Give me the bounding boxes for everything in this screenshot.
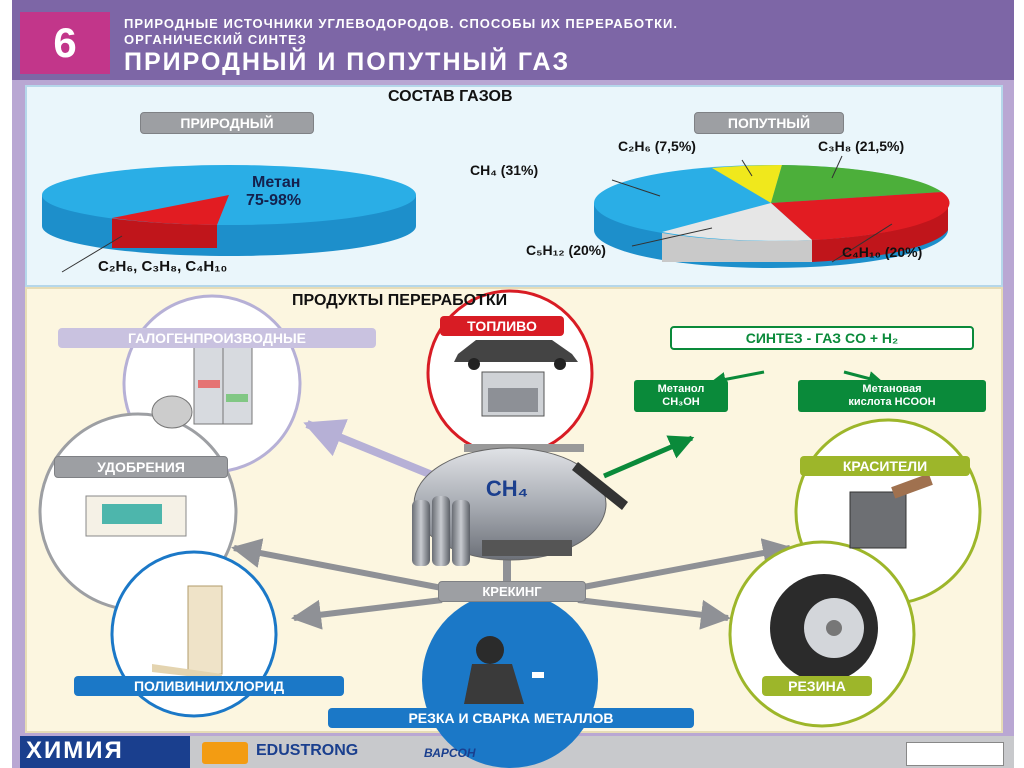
footer-subject-band xyxy=(20,736,190,768)
fertilizers-label: УДОБРЕНИЯ xyxy=(54,456,228,478)
arrow-to-syngas xyxy=(603,435,695,479)
tire-hub xyxy=(826,620,842,636)
natural-gas-pie xyxy=(42,165,416,273)
methanol-line1: Метанол xyxy=(657,383,705,395)
label-c3h8: C₃H₈ (21,5%) xyxy=(818,138,905,154)
footer-subject: ХИМИЯ xyxy=(26,737,124,764)
fridge-food-1 xyxy=(198,380,220,388)
paint-brush xyxy=(891,473,933,499)
associated-slice-c2h6 xyxy=(712,164,782,203)
center-formula: CH₄ xyxy=(485,476,529,501)
arrow-to-fertilizers xyxy=(231,538,443,591)
associated-slice-c3h8 xyxy=(771,165,942,203)
poster-graphics xyxy=(12,0,1014,768)
poster: 6 ПРИРОДНЫЕ ИСТОЧНИКИ УГЛЕВОДОРОДОВ. СПО… xyxy=(12,0,1014,768)
welder-body xyxy=(464,664,524,704)
pvc-label: ПОЛИВИНИЛХЛОРИД xyxy=(74,676,344,696)
footer-brand: EDUSTRONG xyxy=(256,742,359,759)
label-c4h10: C₄H₁₀ (20%) xyxy=(842,244,923,260)
footer-publisher: ВАРСОН xyxy=(424,746,476,760)
gas-cylinder-2 xyxy=(432,496,450,566)
edustrong-logo-icon xyxy=(202,742,248,764)
cutting-label: РЕЗКА И СВАРКА МЕТАЛЛОВ xyxy=(328,708,694,728)
leader-ch4 xyxy=(611,179,661,197)
methane-range: 75-98% xyxy=(246,192,302,209)
label-c2h6: C₂H₆ (7,5%) xyxy=(618,138,696,154)
arrow-to-halogen xyxy=(303,419,434,479)
leader-c2h6 xyxy=(741,159,753,177)
lesson-number-box xyxy=(20,12,110,74)
fertilizer-label xyxy=(102,504,162,524)
arrow-to-pvc xyxy=(291,597,443,630)
publisher-logo-icon xyxy=(906,742,1004,766)
fridge-food-2 xyxy=(226,394,248,402)
natural-gas-label: ПРИРОДНЫЙ xyxy=(140,112,314,134)
welder-illustration xyxy=(464,636,544,704)
car-wheel-rear xyxy=(554,358,566,370)
header-line2: ОРГАНИЧЕСКИЙ СИНТЕЗ xyxy=(124,32,307,47)
formic-acid-box: Метановая кислота HCOOH xyxy=(798,380,986,412)
fuel-label: ТОПЛИВО xyxy=(440,316,564,336)
formic-line1: Метановая xyxy=(862,383,922,395)
label-c5h12: C₅H₁₂ (20%) xyxy=(526,242,606,258)
header-line1: ПРИРОДНЫЕ ИСТОЧНИКИ УГЛЕВОДОРОДОВ. СПОСО… xyxy=(124,16,678,31)
car-wheel-front xyxy=(468,358,480,370)
halogen-label: ГАЛОГЕНПРОИЗВОДНЫЕ xyxy=(58,328,376,348)
gas-tank-illustration xyxy=(412,444,628,566)
pvc-roll xyxy=(187,585,223,675)
tire-illustration xyxy=(770,574,878,682)
arrow-to-dyes xyxy=(577,538,793,591)
tank-railing xyxy=(464,444,584,452)
arrow-to-rubber xyxy=(577,597,731,630)
fertilizer-box-illustration xyxy=(85,495,187,537)
paint-can-illustration xyxy=(849,473,933,549)
tank-base xyxy=(482,540,572,556)
natural-others-label: C₂H₆, C₃H₈, C₄H₁₀ xyxy=(98,258,228,275)
associated-slice-c4h10 xyxy=(771,192,950,240)
page-title: ПРИРОДНЫЙ И ПОПУТНЫЙ ГАЗ xyxy=(124,48,571,76)
products-title: ПРОДУКТЫ ПЕРЕРАБОТКИ xyxy=(292,292,508,309)
gas-cylinder-3 xyxy=(452,500,470,566)
welding-spark xyxy=(532,672,544,678)
associated-slice-c5h12 xyxy=(662,203,812,241)
leader-c4h10 xyxy=(831,223,893,263)
header-band xyxy=(12,0,1014,80)
formic-line2: кислота HCOOH xyxy=(848,396,936,408)
paint-can xyxy=(849,491,907,549)
car-stove-illustration xyxy=(454,340,578,417)
welder-head xyxy=(476,636,504,664)
natural-leader-line xyxy=(61,235,123,273)
methanol-box: Метанол CH₃OH xyxy=(634,380,728,412)
lesson-number: 6 xyxy=(53,19,77,66)
natural-pie-side-others xyxy=(112,218,217,248)
composition-title: СОСТАВ ГАЗОВ xyxy=(388,88,513,105)
syngas-label: СИНТЕЗ - ГАЗ CO + H₂ xyxy=(670,326,974,350)
methanol-line2: CH₃OH xyxy=(662,396,700,408)
car-body xyxy=(454,340,578,362)
associated-gas-pie xyxy=(594,155,950,268)
canister-icon xyxy=(151,395,193,429)
associated-gas-label: ПОПУТНЫЙ xyxy=(694,112,844,134)
fridge-illustration xyxy=(151,343,253,429)
leader-c3h8 xyxy=(831,155,843,179)
natural-slice-others xyxy=(112,195,229,225)
leader-c5h12 xyxy=(631,227,713,247)
tank-ladder xyxy=(572,462,628,510)
stove-oven xyxy=(488,388,538,412)
methane-name: Метан xyxy=(252,174,301,191)
gas-cylinder-1 xyxy=(412,500,430,566)
label-ch4: CH₄ (31%) xyxy=(470,162,539,178)
rubber-label: РЕЗИНА xyxy=(762,676,872,696)
cracking-label: КРЕКИНГ xyxy=(438,581,586,602)
dyes-label: КРАСИТЕЛИ xyxy=(800,456,970,476)
